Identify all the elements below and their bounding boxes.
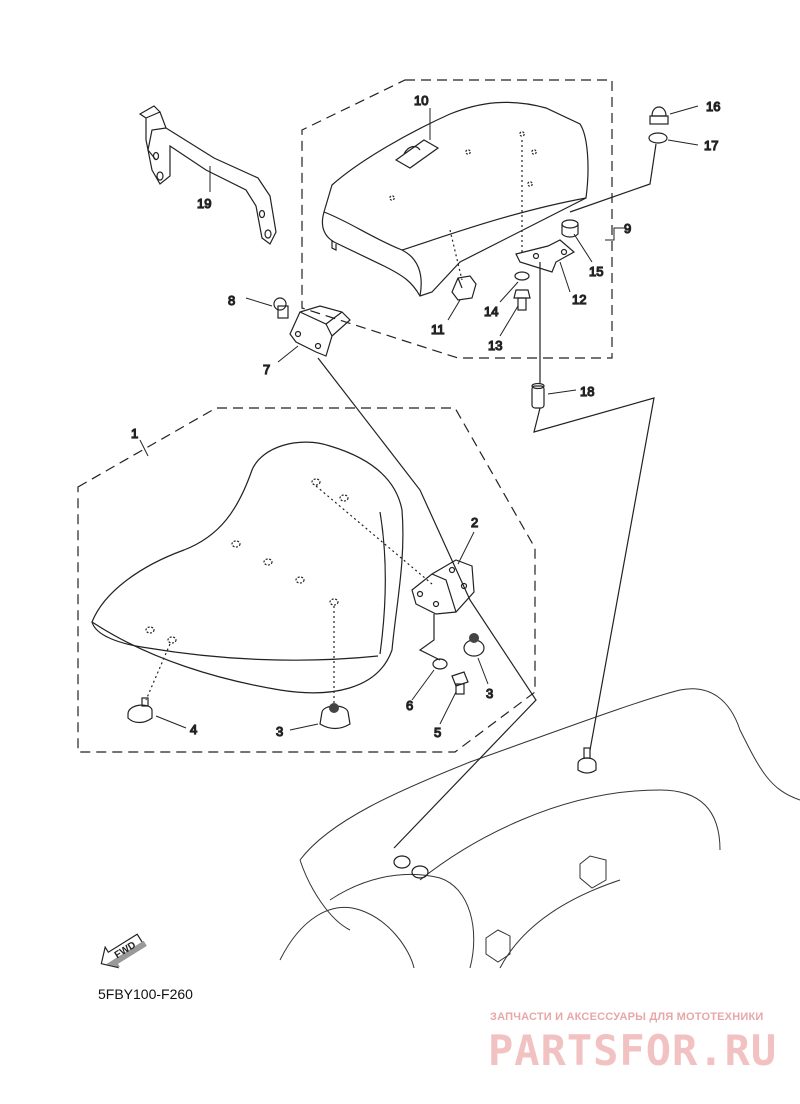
assembly-line (569, 143, 657, 213)
group-outline-main-seat (77, 407, 536, 753)
alignment-line (315, 485, 433, 585)
callout-17: 17 (704, 138, 718, 153)
washer-6 (432, 658, 448, 670)
hook-bracket-7 (289, 305, 351, 357)
diagram-code: 5FBY100-F260 (98, 986, 193, 1002)
bolt-13 (513, 289, 531, 311)
alignment-line (145, 643, 171, 701)
damper-3-rear (319, 703, 351, 730)
group-outline-rear-seat (301, 79, 613, 359)
callout-5: 5 (434, 725, 441, 740)
callout-9: 9 (624, 221, 631, 236)
seat-bracket-2 (411, 559, 475, 615)
grab-bar (138, 105, 277, 245)
main-seat (91, 441, 404, 694)
collar-18 (531, 382, 545, 409)
washer-14 (514, 271, 530, 281)
cap-nut-16 (649, 106, 669, 125)
callout-3-front: 3 (486, 686, 493, 701)
knob-4 (127, 697, 153, 724)
callout-4: 4 (190, 722, 197, 737)
damper-15 (561, 219, 579, 238)
callout-1: 1 (131, 426, 138, 441)
nut-11 (451, 275, 477, 301)
damper-3-front (463, 633, 485, 657)
bracket-12 (515, 239, 576, 273)
callout-18: 18 (580, 384, 594, 399)
callout-19: 19 (197, 196, 211, 211)
callout-3-rear: 3 (276, 724, 283, 739)
assembly-line (317, 357, 537, 849)
rear-seat-pad (321, 101, 589, 297)
callout-2: 2 (471, 515, 478, 530)
rear-fender-outline (279, 688, 800, 969)
watermark-logo: PARTSFOR.RU (488, 1026, 778, 1075)
fwd-arrow-icon: FWD (100, 933, 147, 969)
bolt-5 (451, 671, 469, 695)
callout-leaders (139, 105, 699, 731)
alignment-line (449, 229, 463, 281)
assembly-line (533, 397, 655, 751)
watermark-caption: ЗАПЧАСТИ И АКСЕССУАРЫ ДЛЯ МОТОТЕХНИКИ (490, 1011, 764, 1023)
callout-15: 15 (589, 264, 603, 279)
callout-7: 7 (263, 362, 270, 377)
callout-6: 6 (406, 698, 413, 713)
assembly-line (418, 614, 441, 661)
frame-fastener (577, 747, 597, 774)
callout-10: 10 (414, 93, 428, 108)
callout-16: 16 (706, 99, 720, 114)
callout-13: 13 (488, 338, 502, 353)
callout-14: 14 (484, 304, 498, 319)
frame-fastener (393, 855, 429, 879)
callout-12: 12 (572, 292, 586, 307)
bolt-8 (273, 297, 289, 319)
callout-11: 11 (431, 322, 445, 337)
washer-17 (648, 132, 668, 144)
callout-8: 8 (228, 293, 235, 308)
